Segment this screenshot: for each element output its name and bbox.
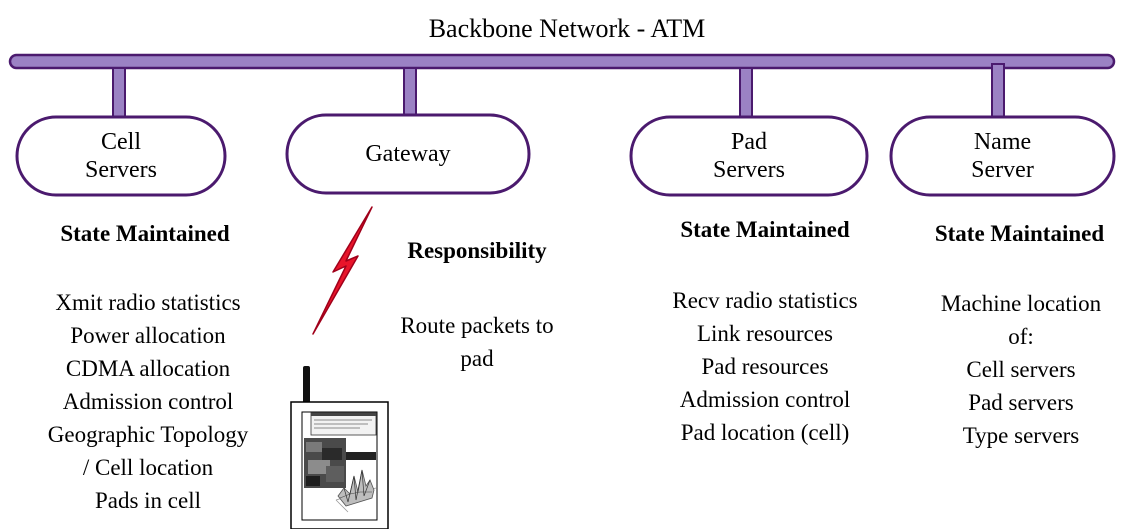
diagram-title: Backbone Network - ATM — [428, 14, 706, 43]
backbone-bar — [8, 53, 1116, 70]
list-item: Type servers — [962, 423, 1080, 448]
list-item: Route packets to — [400, 313, 554, 338]
wireless-pad-device-icon — [290, 366, 389, 529]
gateway-label: Gateway — [365, 141, 451, 167]
cell-servers-label-line1: Cell — [100, 129, 141, 155]
gateway-heading: Responsibility — [407, 238, 547, 263]
list-item: pad — [460, 346, 494, 371]
cell-servers-node: Cell Servers — [17, 117, 225, 195]
list-item: Xmit radio statistics — [55, 290, 241, 315]
list-item: Recv radio statistics — [672, 288, 858, 313]
pad-screen-surface-plot — [335, 469, 377, 513]
cell-servers-node-outline — [15, 115, 227, 197]
pad-servers-node: Pad Servers — [631, 117, 867, 195]
pad-servers-label-line1: Pad — [730, 129, 767, 155]
gateway-node: Gateway — [287, 115, 529, 193]
list-item: Admission control — [62, 389, 234, 414]
gateway-responsibility-list: Route packets to pad — [366, 309, 588, 375]
list-item: / Cell location — [82, 455, 214, 480]
list-item: Pad servers — [968, 390, 1074, 415]
connector-cell-servers — [112, 67, 126, 119]
connector-gateway — [403, 67, 417, 117]
list-item: Pad resources — [701, 354, 829, 379]
connector-pad-servers — [739, 67, 753, 119]
name-server-label-line2: Server — [971, 157, 1034, 183]
list-item: Cell servers — [966, 357, 1076, 382]
list-item: Geographic Topology — [47, 422, 249, 447]
name-server-state-list: Machine location of: Cell servers Pad se… — [908, 287, 1134, 452]
cell-servers-state-list: Xmit radio statistics Power allocation C… — [0, 286, 296, 517]
list-item: Power allocation — [70, 323, 226, 348]
list-item: Pad location (cell) — [680, 420, 850, 445]
pad-servers-label-line2: Servers — [713, 157, 785, 183]
list-item: Pads in cell — [94, 488, 202, 513]
connector-name-server — [991, 63, 1005, 119]
cell-servers-heading: State Maintained — [60, 221, 230, 246]
name-server-node: Name Server — [891, 117, 1114, 195]
pad-servers-state-list: Recv radio statistics Link resources Pad… — [620, 284, 910, 449]
cell-servers-label-line2: Servers — [85, 157, 157, 183]
list-item: CDMA allocation — [65, 356, 231, 381]
list-item: Admission control — [679, 387, 851, 412]
list-item: Link resources — [696, 321, 834, 346]
name-server-node-outline — [889, 115, 1116, 197]
name-server-heading: State Maintained — [934, 221, 1105, 246]
pad-servers-heading: State Maintained — [680, 217, 850, 242]
name-server-label-line1: Name — [973, 129, 1032, 155]
gateway-node-outline — [285, 113, 531, 195]
pad-antenna — [303, 366, 310, 410]
pad-servers-node-outline — [629, 115, 869, 197]
list-item: Machine location — [940, 291, 1102, 316]
list-item: of: — [1008, 324, 1034, 349]
lightning-bolt-icon — [312, 206, 373, 335]
